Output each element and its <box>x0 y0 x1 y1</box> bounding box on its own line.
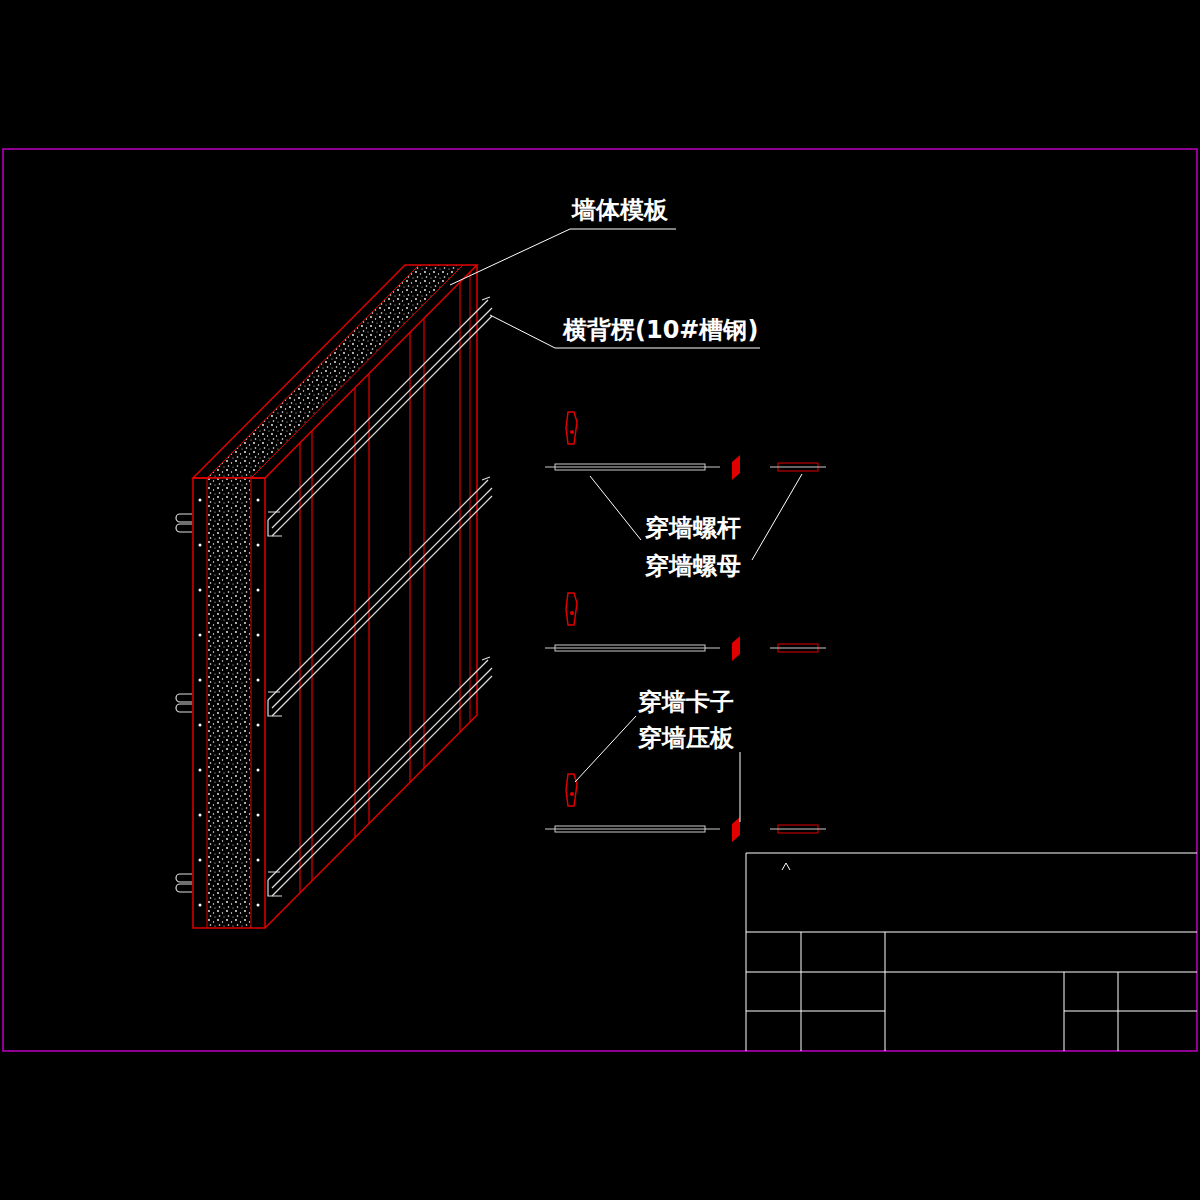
callout-label: 穿墙螺母 <box>645 554 741 578</box>
callout-label: 穿墙压板 <box>638 726 734 750</box>
callout-label: 墙体模板 <box>572 198 668 222</box>
callout-label: 横背楞(10#槽钢) <box>563 318 758 342</box>
callout-label: 穿墙卡子 <box>638 690 734 714</box>
callout-label: 穿墙螺杆 <box>645 516 741 540</box>
